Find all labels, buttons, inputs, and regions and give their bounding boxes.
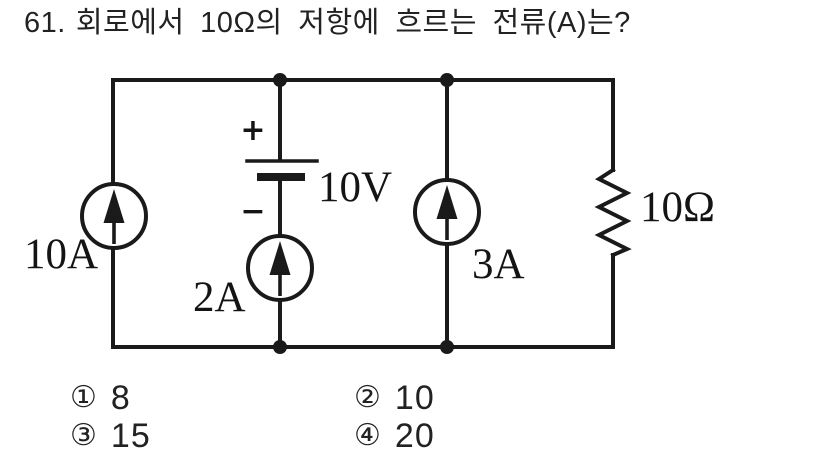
current-source-3a-icon bbox=[413, 178, 481, 246]
junction-dot bbox=[273, 340, 287, 354]
battery-minus-icon: − bbox=[240, 193, 266, 229]
choice-1-value: 8 bbox=[110, 379, 131, 417]
label-resistor: 10Ω bbox=[640, 184, 715, 231]
choice-3-marker: ③ bbox=[70, 418, 97, 453]
circuit-wires bbox=[111, 78, 615, 349]
choice-3-value: 15 bbox=[110, 417, 151, 455]
choice-2-marker: ② bbox=[354, 380, 381, 415]
choice-2-value: 10 bbox=[394, 379, 435, 417]
choice-4: ④ 20 bbox=[354, 419, 435, 453]
choice-2: ② 10 bbox=[354, 381, 435, 415]
current-arrow-up-icon bbox=[436, 185, 458, 240]
question-number: 61. bbox=[24, 7, 66, 39]
resistor-icon bbox=[594, 167, 632, 258]
choice-4-value: 20 bbox=[394, 417, 435, 455]
choice-1: ① 8 bbox=[70, 381, 131, 415]
question-text: 회로에서 10Ω의 저항에 흐르는 전류(A)는? bbox=[75, 7, 631, 39]
current-source-10a-icon bbox=[80, 182, 148, 250]
question-title: 61. 회로에서 10Ω의 저항에 흐르는 전류(A)는? bbox=[24, 9, 631, 38]
choice-3: ③ 15 bbox=[70, 419, 151, 453]
current-arrow-up-icon bbox=[269, 241, 291, 296]
junction-dot bbox=[273, 73, 287, 87]
current-arrow-up-icon bbox=[103, 189, 125, 244]
junction-dot bbox=[440, 73, 454, 87]
label-current-source-2a: 2A bbox=[193, 274, 246, 321]
battery-plus-icon: + bbox=[240, 112, 266, 148]
choice-1-marker: ① bbox=[70, 380, 97, 415]
label-battery-voltage: 10V bbox=[318, 164, 393, 211]
current-source-2a-icon bbox=[246, 234, 314, 302]
label-current-source-3a: 3A bbox=[472, 241, 525, 288]
choice-4-marker: ④ bbox=[354, 418, 381, 453]
junction-dot bbox=[440, 340, 454, 354]
label-current-source-10a: 10A bbox=[24, 231, 99, 278]
